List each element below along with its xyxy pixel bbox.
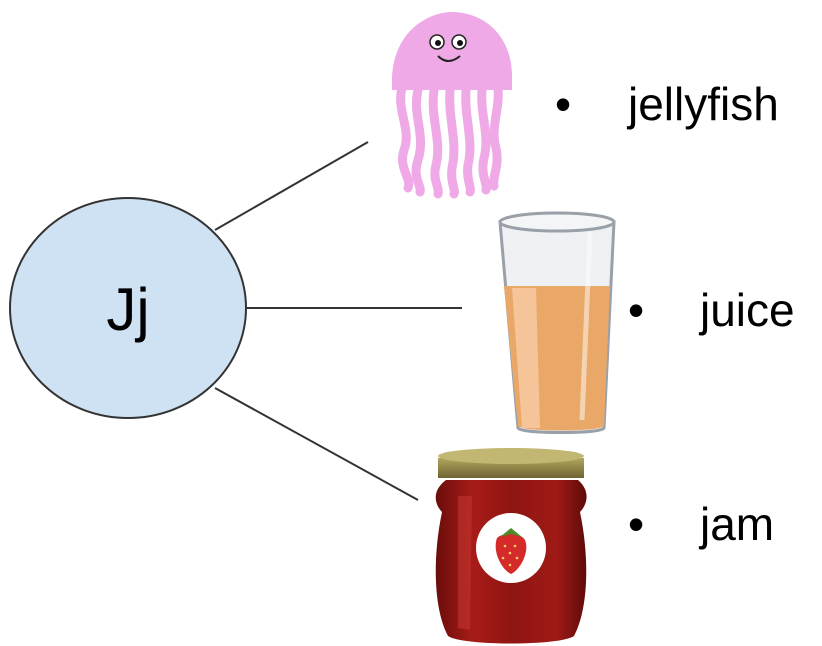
center-circle [9, 197, 247, 419]
bullet: • [628, 284, 644, 336]
bullet: • [628, 498, 644, 550]
list-item-juice: • juice [628, 284, 795, 336]
bullet: • [555, 78, 571, 130]
item-word-jellyfish: jellyfish [626, 78, 779, 130]
center-node: Jj [9, 197, 247, 419]
list-item-jam: • jam [628, 498, 774, 550]
item-word-jam: jam [698, 498, 774, 550]
list-item-jellyfish: • jellyfish [555, 78, 779, 130]
center-letter: Jj [106, 276, 149, 343]
connector-line-jam [214, 387, 419, 501]
jellyfish-icon [392, 12, 513, 199]
strawberry-jam-jar-icon [435, 448, 587, 644]
juice-glass-icon [498, 211, 616, 434]
item-word-juice: juice [698, 284, 795, 336]
connector-line-jellyfish [214, 141, 369, 231]
